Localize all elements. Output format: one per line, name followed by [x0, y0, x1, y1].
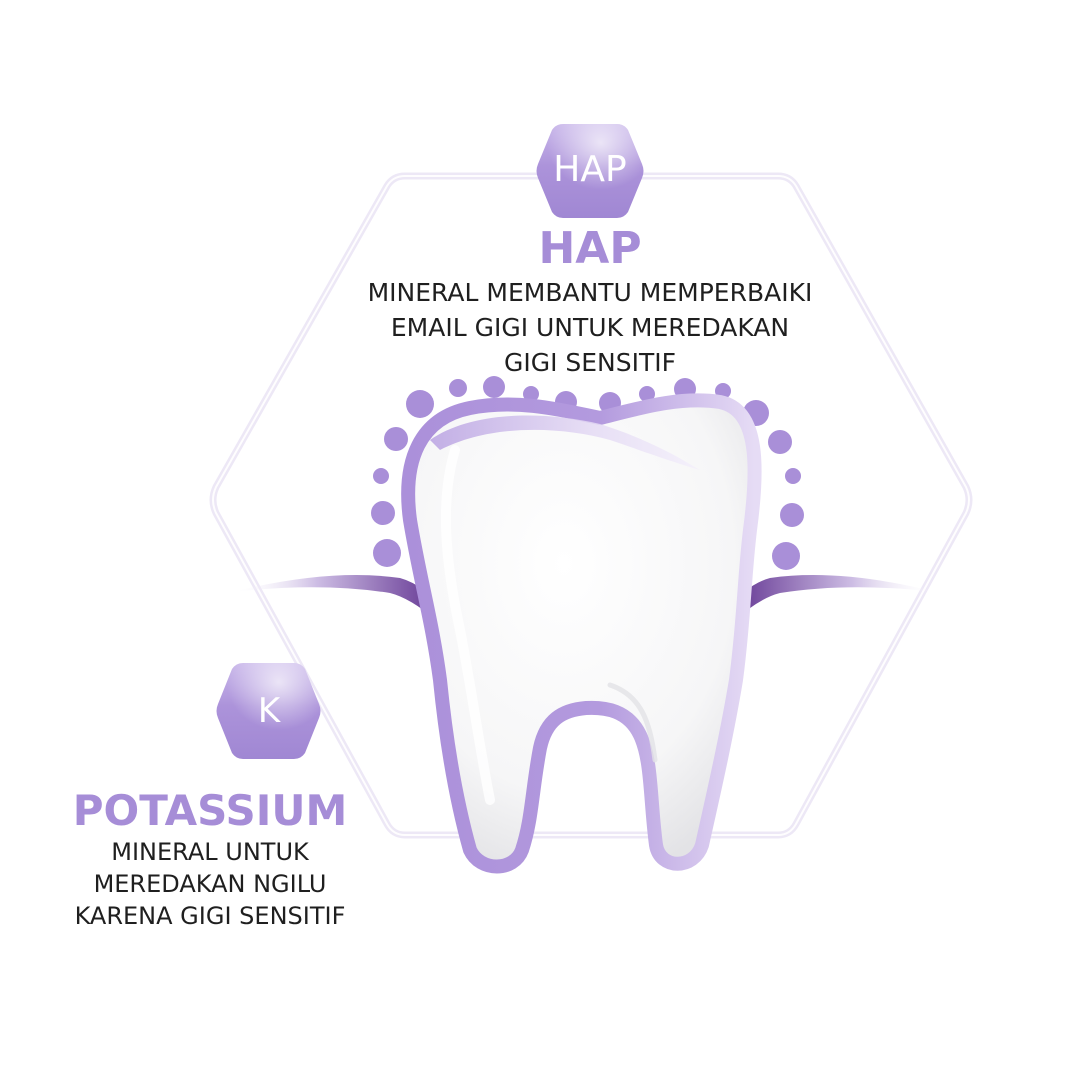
hexagon-frame — [209, 172, 973, 839]
hap-description-line: MINERAL MEMBANTU MEMPERBAIKI — [367, 278, 813, 307]
potassium-title: POTASSIUM — [72, 786, 348, 835]
potassium-description-line: MINERAL UNTUK — [111, 838, 309, 866]
hap-badge — [536, 124, 644, 218]
potassium-badge — [216, 663, 321, 759]
hap-title: HAP — [538, 223, 642, 274]
potassium-badge-label: K — [257, 691, 281, 731]
gum-line-right — [727, 575, 936, 620]
tooth-icon — [401, 393, 762, 874]
potassium-description-line: KARENA GIGI SENSITIF — [74, 902, 346, 930]
hap-description-line: EMAIL GIGI UNTUK MEREDAKAN — [390, 313, 790, 342]
gum-line-left — [232, 575, 444, 620]
potassium-description: MINERAL UNTUK MEREDAKAN NGILU KARENA GIG… — [40, 836, 380, 932]
potassium-description-line: MEREDAKAN NGILU — [93, 870, 327, 898]
hap-badge-label: HAP — [553, 149, 627, 190]
hap-description-line: GIGI SENSITIF — [503, 348, 677, 377]
hap-description: MINERAL MEMBANTU MEMPERBAIKI EMAIL GIGI … — [330, 275, 850, 380]
